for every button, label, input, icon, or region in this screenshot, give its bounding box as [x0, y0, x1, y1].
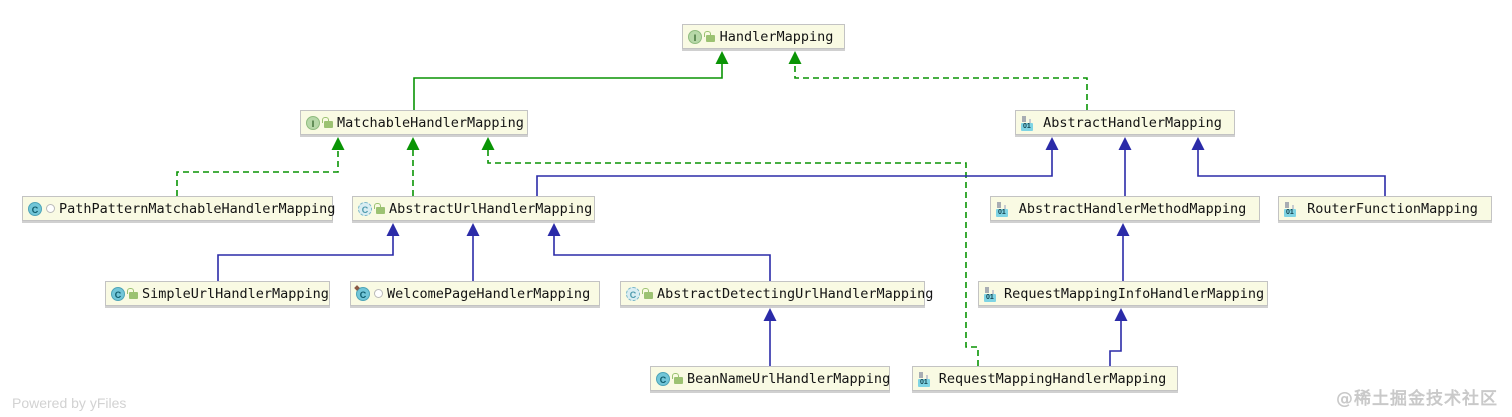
abstract-class-icon: C — [626, 286, 640, 301]
binary-class-icon: 01 — [918, 371, 934, 387]
inheritance-arrowhead — [1118, 137, 1132, 150]
class-node-welcome-page-handler-mapping[interactable]: C WelcomePageHandlerMapping — [350, 281, 600, 306]
public-lock-icon — [672, 372, 683, 384]
edge-request-mapping-handler-mapping-to-matchable-handler-mapping — [487, 149, 979, 366]
edge-abstract-url-handler-mapping-to-abstract-handler-mapping — [536, 149, 1053, 196]
inheritance-arrowhead — [481, 137, 495, 150]
edge-matchable-handler-mapping-to-handler-mapping — [413, 63, 723, 110]
interface-icon: I — [688, 29, 702, 44]
public-lock-icon — [374, 202, 385, 214]
edge-request-mapping-handler-mapping-to-request-mapping-info-handler-mapping — [1109, 320, 1122, 366]
inheritance-arrowhead — [331, 137, 345, 150]
interface-icon: I — [306, 115, 320, 130]
class-node-router-function-mapping[interactable]: 01 RouterFunctionMapping — [1278, 196, 1492, 221]
powered-by-yfiles-label: Powered by yFiles — [12, 395, 127, 411]
package-private-icon — [374, 289, 383, 298]
class-node-abstract-handler-method-mapping[interactable]: 01 AbstractHandlerMethodMapping — [990, 196, 1260, 221]
class-name-label: AbstractHandlerMethodMapping — [1018, 200, 1247, 217]
inheritance-arrowhead — [466, 223, 480, 236]
class-name-label: MatchableHandlerMapping — [337, 114, 524, 131]
binary-class-icon: 01 — [1021, 115, 1037, 131]
class-node-path-pattern-matchable-handler-mapping[interactable]: C PathPatternMatchableHandlerMapping — [22, 196, 335, 221]
edge-simple-url-handler-mapping-to-abstract-url-handler-mapping — [217, 235, 394, 281]
inheritance-arrowhead — [788, 51, 802, 64]
public-lock-icon — [642, 287, 653, 299]
inheritance-arrowhead — [547, 223, 561, 236]
class-icon: C — [656, 371, 670, 386]
inheritance-arrowhead — [386, 223, 400, 236]
edge-router-function-mapping-to-abstract-handler-mapping — [1197, 149, 1386, 196]
class-name-label: AbstractDetectingUrlHandlerMapping — [657, 285, 934, 302]
public-lock-icon — [127, 287, 138, 299]
edge-path-pattern-matchable-handler-mapping-to-matchable-handler-mapping — [176, 149, 339, 196]
class-name-label: RequestMappingInfoHandlerMapping — [1004, 285, 1265, 302]
class-name-label: SimpleUrlHandlerMapping — [142, 285, 329, 302]
juejin-community-watermark: @稀土掘金技术社区 — [1336, 389, 1498, 409]
class-icon: C — [111, 286, 125, 301]
public-lock-icon — [322, 116, 333, 128]
class-node-abstract-handler-mapping[interactable]: 01 AbstractHandlerMapping — [1015, 110, 1235, 135]
package-private-icon — [46, 204, 55, 213]
class-node-handler-mapping[interactable]: I HandlerMapping — [682, 24, 845, 49]
binary-class-icon: 01 — [996, 201, 1012, 217]
class-name-label: PathPatternMatchableHandlerMapping — [59, 200, 336, 217]
inheritance-arrowhead — [763, 308, 777, 321]
class-name-label: RequestMappingHandlerMapping — [938, 370, 1167, 387]
class-node-abstract-url-handler-mapping[interactable]: C AbstractUrlHandlerMapping — [352, 196, 595, 221]
class-icon: C — [28, 201, 42, 216]
class-name-label: AbstractHandlerMapping — [1043, 114, 1222, 131]
class-name-label: HandlerMapping — [719, 28, 834, 45]
edge-abstract-handler-mapping-to-handler-mapping — [794, 63, 1088, 110]
class-node-simple-url-handler-mapping[interactable]: C SimpleUrlHandlerMapping — [105, 281, 330, 306]
class-node-bean-name-url-handler-mapping[interactable]: C BeanNameUrlHandlerMapping — [650, 366, 890, 391]
inheritance-arrowhead — [1045, 137, 1059, 150]
class-name-label: AbstractUrlHandlerMapping — [389, 200, 593, 217]
class-name-label: BeanNameUrlHandlerMapping — [687, 370, 891, 387]
binary-class-icon: 01 — [1284, 201, 1300, 217]
class-node-matchable-handler-mapping[interactable]: I MatchableHandlerMapping — [300, 110, 528, 135]
inheritance-arrowhead — [1191, 137, 1205, 150]
class-node-abstract-detecting-url-handler-mapping[interactable]: C AbstractDetectingUrlHandlerMapping — [620, 281, 933, 306]
class-name-label: RouterFunctionMapping — [1307, 200, 1478, 217]
abstract-class-icon: C — [358, 201, 372, 216]
inheritance-arrowhead — [1114, 308, 1128, 321]
inheritance-arrowhead — [406, 137, 420, 150]
inheritance-arrowhead — [715, 51, 729, 64]
public-lock-icon — [704, 30, 715, 42]
inheritance-arrowhead — [1116, 223, 1130, 236]
edge-abstract-detecting-url-handler-mapping-to-abstract-url-handler-mapping — [553, 235, 771, 281]
class-name-label: WelcomePageHandlerMapping — [387, 285, 591, 302]
final-class-icon: C — [356, 286, 370, 301]
binary-class-icon: 01 — [984, 286, 1000, 302]
